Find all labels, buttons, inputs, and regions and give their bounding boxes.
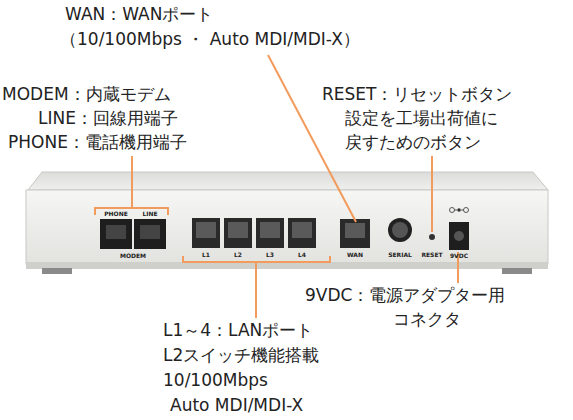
router-front bbox=[26, 190, 548, 264]
power-jack bbox=[454, 231, 464, 241]
panel-label: WAN bbox=[347, 251, 363, 258]
panel-label: L2 bbox=[234, 251, 242, 258]
callout-text: 10/100Mbps bbox=[163, 370, 268, 390]
jack-slot bbox=[106, 225, 126, 239]
panel-label: 9VDC bbox=[450, 252, 468, 259]
serial-connector bbox=[392, 222, 408, 238]
callout-text: RESET：リセットボタン bbox=[322, 84, 512, 104]
jack-slot bbox=[140, 225, 160, 239]
panel-label: L1 bbox=[202, 251, 210, 258]
callout-text: PHONE：電話機用端子 bbox=[8, 132, 187, 152]
serial-connector bbox=[388, 218, 412, 242]
rj45-jack bbox=[256, 218, 284, 248]
panel-label: L3 bbox=[266, 251, 274, 258]
polarity-symbol bbox=[450, 208, 455, 213]
panel-label: SERIAL bbox=[388, 251, 412, 258]
polarity-symbol bbox=[455, 210, 458, 211]
panel-label: MODEM bbox=[120, 252, 146, 259]
panel-label: RESET bbox=[421, 251, 442, 258]
panel-label: PHONE bbox=[104, 210, 128, 217]
callout-text: LINE：回線用端子 bbox=[38, 108, 178, 128]
jack-slot bbox=[228, 222, 248, 238]
jack-slot bbox=[292, 222, 312, 238]
callout-text: 戻すためのボタン bbox=[345, 132, 481, 152]
router-foot bbox=[42, 268, 72, 274]
callout-text: 9VDC：電源アダプター用 bbox=[305, 285, 505, 305]
power-jack bbox=[449, 222, 469, 250]
callout-text: MODEM：内蔵モデム bbox=[2, 84, 171, 104]
callout-text: コネクタ bbox=[393, 309, 461, 329]
rj11-jack bbox=[134, 219, 166, 249]
callout-text: 設定を工場出荷値に bbox=[345, 108, 498, 128]
rj45-jack bbox=[340, 219, 370, 248]
callout-text: （10/100Mbps ・ Auto MDI/MDI-X） bbox=[60, 29, 360, 49]
router-foot bbox=[502, 268, 532, 274]
leader-line bbox=[431, 156, 433, 232]
jack-slot bbox=[345, 223, 365, 238]
router-base bbox=[26, 262, 548, 269]
panel-label: L4 bbox=[298, 251, 306, 258]
leader-line bbox=[268, 55, 356, 222]
reset-hole bbox=[429, 234, 435, 240]
callout-text: Auto MDI/MDI-X bbox=[170, 395, 303, 415]
rj45-jack bbox=[288, 218, 316, 248]
router-top bbox=[28, 172, 548, 190]
callout-text: L2スイッチ機能搭載 bbox=[163, 345, 319, 365]
polarity-symbol bbox=[464, 208, 469, 213]
jack-slot bbox=[196, 222, 216, 238]
leader-line bbox=[131, 156, 133, 208]
polarity-symbol bbox=[457, 208, 461, 212]
panel-label: LINE bbox=[142, 210, 157, 217]
rj45-jack bbox=[224, 218, 252, 248]
rj45-jack bbox=[192, 218, 220, 248]
rj11-jack bbox=[100, 219, 132, 249]
jack-slot bbox=[260, 222, 280, 238]
leader-line bbox=[255, 262, 257, 318]
callout-text: WAN：WANポート bbox=[65, 4, 213, 24]
callout-text: L1～4：LANポート bbox=[163, 320, 313, 340]
